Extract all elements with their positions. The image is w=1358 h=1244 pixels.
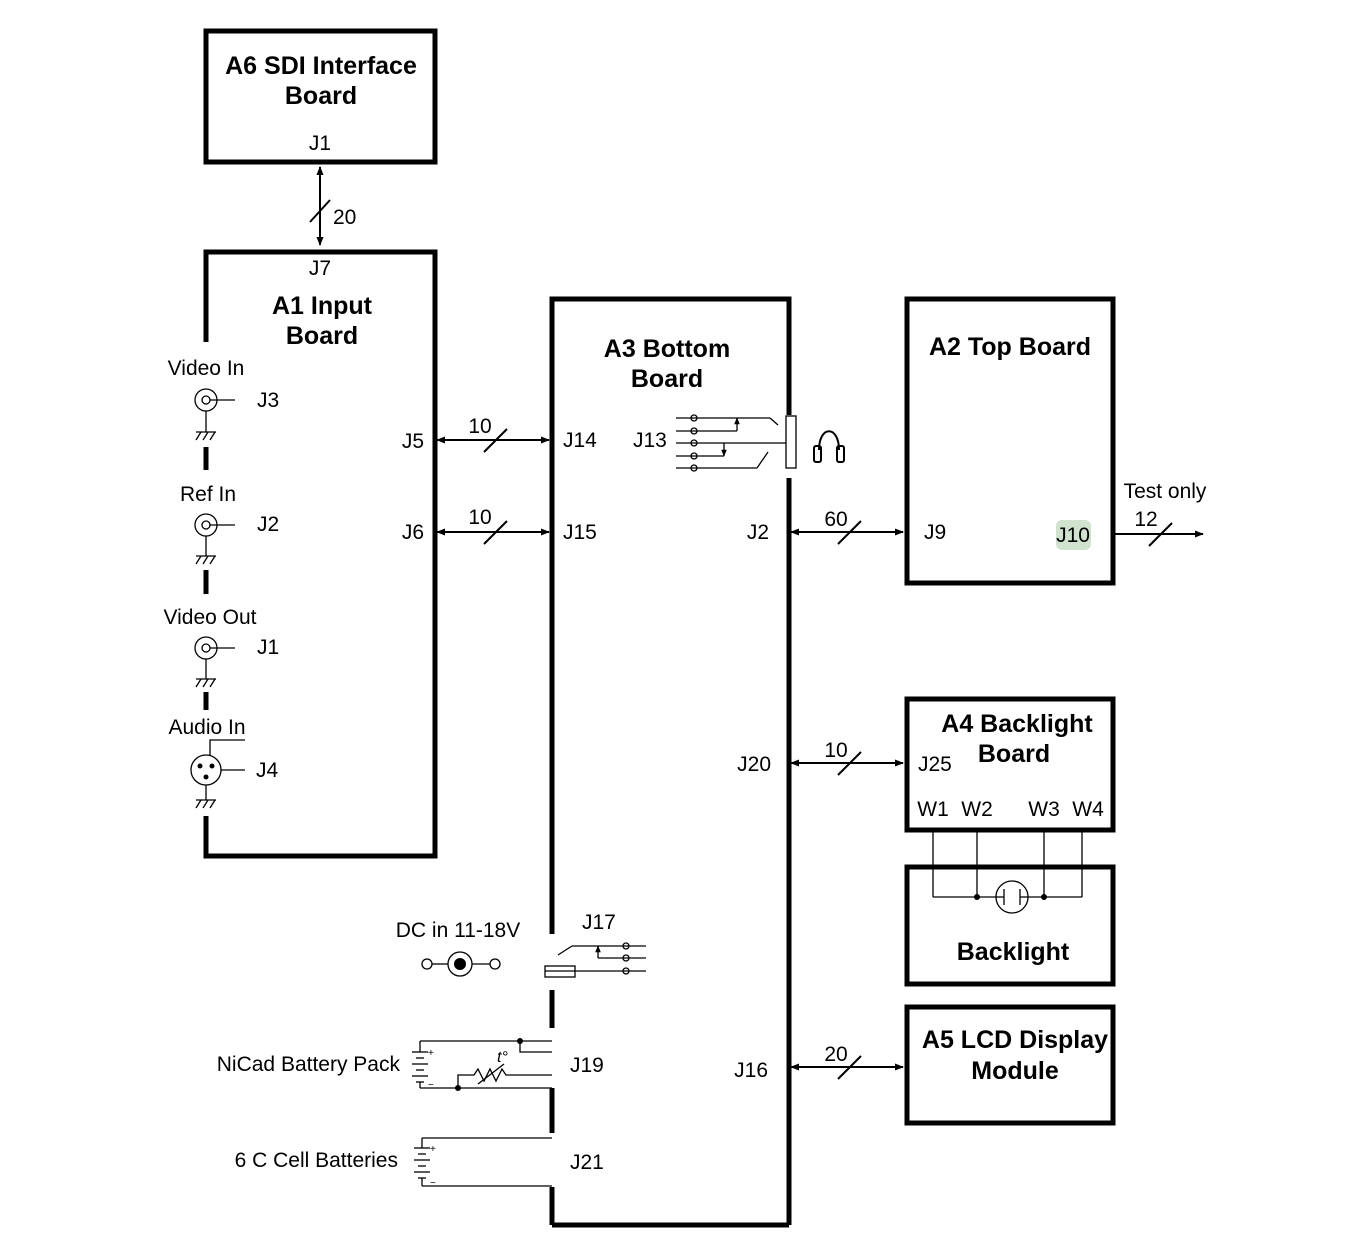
headphones-icon	[813, 430, 845, 463]
a6-title-line2: Board	[285, 82, 357, 110]
a5-title-line2: Module	[971, 1057, 1059, 1085]
video-in-label: Video In	[168, 357, 245, 380]
a4-backlight-board: A4 Backlight Board J25 W1 W2 W3 W4	[904, 696, 1116, 833]
a3-j14-label: J14	[563, 429, 597, 452]
a1-j7-label: J7	[309, 257, 331, 280]
a5-title-line1: A5 LCD Display	[922, 1026, 1108, 1054]
a3-title-line1: A3 Bottom	[604, 335, 730, 363]
video-out-label: Video Out	[163, 606, 256, 629]
audio-in-jack-label: J4	[256, 759, 279, 782]
test-only-label: Test only	[1124, 480, 1207, 503]
bus-a6-a1-count: 20	[333, 206, 356, 229]
lamp-icon	[995, 880, 1029, 914]
dc-in-connector: DC in 11-18V	[396, 919, 521, 977]
a4-w1-label: W1	[917, 798, 949, 821]
j10-highlight	[1056, 520, 1091, 550]
a3-j16-label: J16	[734, 1059, 768, 1082]
svg-text:+: +	[428, 1048, 434, 1059]
dc-in-label: DC in 11-18V	[396, 919, 521, 942]
bus-j5-j14-count: 10	[468, 415, 491, 438]
nicad-battery-pack: NiCad Battery Pack + − t°	[217, 1038, 552, 1091]
a3-bottom-board: A3 Bottom Board J14 J15 J13 J2 J20 J17 J…	[549, 296, 792, 1228]
a3-j17-label: J17	[582, 911, 616, 934]
video-in-jack-label: J3	[257, 389, 279, 412]
a4-w2-label: W2	[961, 798, 993, 821]
bus-j5-j14: 10	[436, 415, 550, 453]
headphone-jack	[676, 414, 797, 472]
bus-j2-j9: 60	[790, 508, 904, 545]
a1-j6-label: J6	[402, 521, 424, 544]
bus-j20-j25-count: 10	[824, 739, 847, 762]
ref-in-jack-label: J2	[257, 513, 279, 536]
a4-w4-label: W4	[1072, 798, 1104, 821]
a3-title-line2: Board	[631, 365, 703, 393]
bus-j2-j9-count: 60	[824, 508, 847, 531]
a1-title-line1: A1 Input	[272, 292, 373, 320]
backlight-box: Backlight	[904, 864, 1116, 987]
video-out-jack-label: J1	[257, 636, 279, 659]
nicad-thermistor-label: t°	[497, 1049, 508, 1066]
svg-text:−: −	[428, 1080, 434, 1091]
a2-title: A2 Top Board	[929, 333, 1091, 361]
c-cell-batteries: 6 C Cell Batteries + −	[235, 1137, 552, 1189]
ref-in-connector: Ref In J2	[180, 483, 279, 565]
a3-j2-label: J2	[747, 521, 769, 544]
a2-j9-label: J9	[924, 521, 946, 544]
ref-in-label: Ref In	[180, 483, 236, 506]
a3-j13-label: J13	[633, 429, 667, 452]
a1-input-board: J7 A1 Input Board J5 J6	[203, 249, 438, 859]
a2-j10-label: J10	[1056, 524, 1090, 547]
video-out-connector: Video Out J1	[163, 606, 279, 688]
a6-j1-label: J1	[309, 132, 331, 155]
a5-lcd-display-module: A5 LCD Display Module	[904, 1004, 1116, 1126]
a6-title-line1: A6 SDI Interface	[225, 52, 417, 80]
audio-in-connector: Audio In J4	[168, 716, 279, 809]
video-in-connector: Video In J3	[168, 357, 279, 441]
a3-j20-label: J20	[737, 753, 771, 776]
svg-text:+: +	[430, 1144, 436, 1155]
a1-title-line2: Board	[286, 322, 358, 350]
a4-j25-label: J25	[918, 753, 952, 776]
a6-sdi-interface-board: A6 SDI Interface Board J1	[203, 28, 438, 165]
a3-j15-label: J15	[563, 521, 597, 544]
bus-j16-a5: 20	[790, 1043, 904, 1080]
bus-j6-j15: 10	[436, 506, 550, 545]
bus-a6-a1: 20	[309, 166, 356, 246]
backlight-wiring	[932, 830, 1083, 900]
a1-j5-label: J5	[402, 430, 424, 453]
a3-j19-label: J19	[570, 1054, 604, 1077]
a4-w3-label: W3	[1028, 798, 1060, 821]
a4-title-line2: Board	[978, 740, 1050, 768]
audio-in-label: Audio In	[168, 716, 245, 739]
nicad-label: NiCad Battery Pack	[217, 1053, 401, 1076]
c-cells-label: 6 C Cell Batteries	[235, 1149, 398, 1172]
bus-j10-test-count: 12	[1134, 508, 1157, 531]
a2-top-board: A2 Top Board J9 J10	[904, 296, 1116, 586]
j17-power-jack	[544, 942, 646, 978]
a4-title-line1: A4 Backlight	[941, 710, 1093, 738]
bus-j6-j15-count: 10	[468, 506, 491, 529]
bus-j20-j25: 10	[790, 739, 904, 776]
a3-j21-label: J21	[570, 1151, 604, 1174]
bus-j16-a5-count: 20	[824, 1043, 847, 1066]
bus-j10-test: Test only 12	[1115, 480, 1207, 547]
svg-text:−: −	[430, 1178, 436, 1189]
backlight-title: Backlight	[957, 938, 1070, 966]
